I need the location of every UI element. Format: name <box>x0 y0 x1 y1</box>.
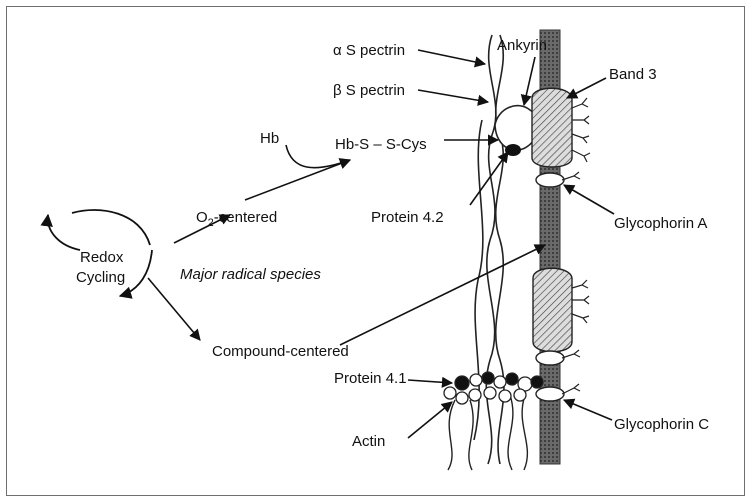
band3-lower <box>533 268 572 352</box>
label-actin: Actin <box>352 433 385 450</box>
label-cycling: Cycling <box>76 269 125 286</box>
label-protein-4-2: Protein 4.2 <box>371 209 444 226</box>
label-band3: Band 3 <box>609 66 657 83</box>
label-o2-main: O <box>196 209 208 226</box>
label-hb: Hb <box>260 130 279 147</box>
label-o2-centered: O2-centered <box>196 209 277 229</box>
actin-protein41-cluster <box>444 372 543 404</box>
label-glycophorin-a: Glycophorin A <box>614 215 707 232</box>
label-compound-centered: Compound-centered <box>212 343 349 360</box>
label-redox: Redox <box>80 249 124 266</box>
glycophorin-c-ring <box>536 387 564 401</box>
label-hb-s-s-cys: Hb-S – S-Cys <box>335 136 427 153</box>
glycophorin-a-ring-lower <box>536 351 564 365</box>
ankyrin-shape <box>495 106 537 151</box>
glycophorin-a-ring-upper <box>536 173 564 187</box>
label-protein-4-1: Protein 4.1 <box>334 370 407 387</box>
label-beta-spectrin: β S pectrin <box>333 82 405 99</box>
label-o2-rest: -centered <box>214 209 277 226</box>
label-glycophorin-c: Glycophorin C <box>614 416 709 433</box>
label-ankyrin: Ankyrin <box>497 37 547 54</box>
label-major-radical-species: Major radical species <box>180 266 321 283</box>
label-alpha-spectrin: α S pectrin <box>333 42 405 59</box>
band3-upper <box>532 88 572 167</box>
